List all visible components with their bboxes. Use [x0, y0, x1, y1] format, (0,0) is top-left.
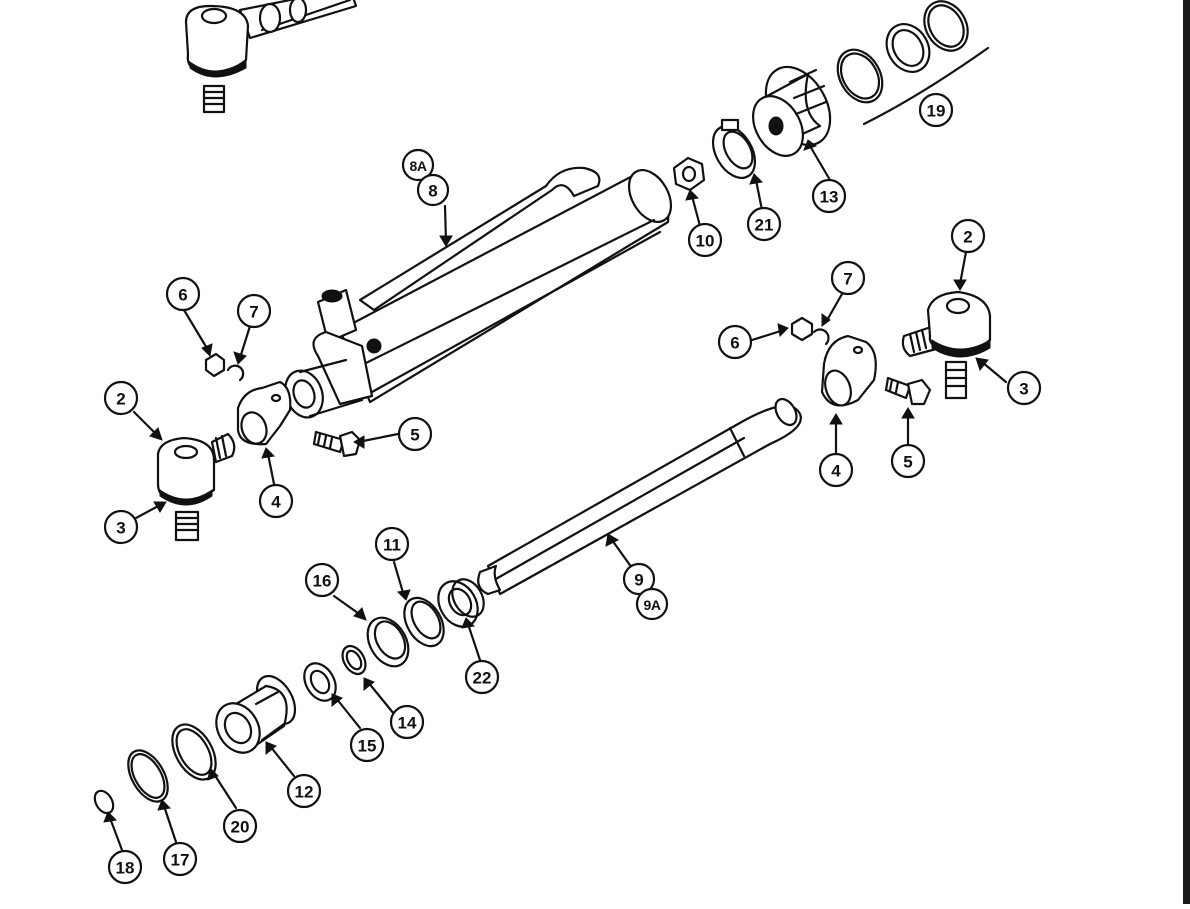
callout-12: 12 [286, 773, 322, 809]
callout-label: 2 [963, 228, 972, 247]
callout-5-left: 5 [397, 416, 433, 452]
window-edge [1183, 0, 1190, 904]
callout-20: 20 [222, 808, 258, 844]
callout-label: 6 [178, 286, 187, 305]
callout-6-right: 6 [717, 324, 753, 360]
callout-label: 8 [428, 182, 437, 201]
small-rings-14-15 [303, 644, 367, 702]
callout-label: 7 [249, 303, 258, 322]
callout-label: 20 [231, 818, 250, 837]
piston-13 [752, 65, 832, 157]
callout-label: 6 [730, 334, 739, 353]
leader-lines [103, 139, 1008, 852]
callout-22: 22 [464, 659, 500, 695]
callout-label: 15 [358, 737, 377, 756]
callout-label: 10 [696, 232, 715, 251]
callout-label: 5 [903, 453, 912, 472]
washer-22 [437, 578, 485, 628]
callout-17: 17 [162, 841, 198, 877]
callout-7-left: 7 [236, 293, 272, 329]
callout-13: 13 [811, 178, 847, 214]
callout-label: 17 [171, 851, 190, 870]
left-clamp-group [204, 352, 362, 458]
callout-label: 11 [383, 536, 401, 555]
callout-label: 9A [644, 597, 661, 613]
callout-14: 14 [389, 704, 425, 740]
seal-rings-19 [836, 0, 990, 126]
nut-10 [672, 156, 706, 192]
callout-label: 3 [1019, 380, 1028, 399]
callout-label: 13 [820, 188, 839, 207]
callout-4-left: 4 [258, 483, 294, 519]
callout-3-left: 3 [103, 509, 139, 545]
callout-label: 4 [271, 493, 281, 512]
callout-8: 8 [416, 173, 450, 207]
callout-label: 4 [831, 462, 841, 481]
callout-label: 21 [755, 216, 774, 235]
callout-label: 19 [927, 102, 946, 121]
callout-8a: 8A [401, 148, 435, 182]
gland-12 [215, 675, 297, 754]
right-clamp-group [790, 316, 932, 407]
piston-rod-9 [477, 397, 802, 596]
callout-10: 10 [687, 222, 723, 258]
callout-label: 9 [634, 571, 643, 590]
callout-label: 12 [295, 783, 314, 802]
callout-4-right: 4 [818, 452, 854, 488]
split-ring-21 [711, 118, 757, 179]
callout-label: 16 [313, 572, 332, 591]
callout-19: 19 [918, 92, 954, 128]
callout-16: 16 [304, 562, 340, 598]
left-tie-rod-end [156, 432, 236, 542]
callout-2-left: 2 [103, 380, 139, 416]
callout-11: 11 [374, 526, 410, 562]
callout-21: 21 [746, 206, 782, 242]
callout-9: 9 [622, 562, 656, 596]
callout-label: 14 [398, 714, 417, 733]
callout-label: 22 [473, 669, 492, 688]
callout-label: 3 [116, 519, 125, 538]
rings-11-16 [366, 596, 445, 668]
cylinder-barrel-8 [284, 166, 673, 419]
callout-2-right: 2 [950, 218, 986, 254]
callout-5-right: 5 [890, 443, 926, 479]
callout-18: 18 [107, 849, 143, 885]
callout-6-left: 6 [165, 276, 201, 312]
callout-9a: 9A [635, 587, 669, 621]
rings-20-17-18 [93, 723, 217, 815]
callout-3-right: 3 [1006, 370, 1042, 406]
callout-15: 15 [349, 727, 385, 763]
callout-label: 8A [410, 158, 427, 174]
callout-label: 18 [116, 859, 135, 878]
callout-label: 5 [410, 426, 419, 445]
callout-label: 2 [116, 390, 125, 409]
right-tie-rod-end [901, 290, 992, 400]
top-tie-rod-end [184, 0, 358, 114]
callout-label: 7 [843, 270, 852, 289]
callout-7-right: 7 [830, 260, 866, 296]
